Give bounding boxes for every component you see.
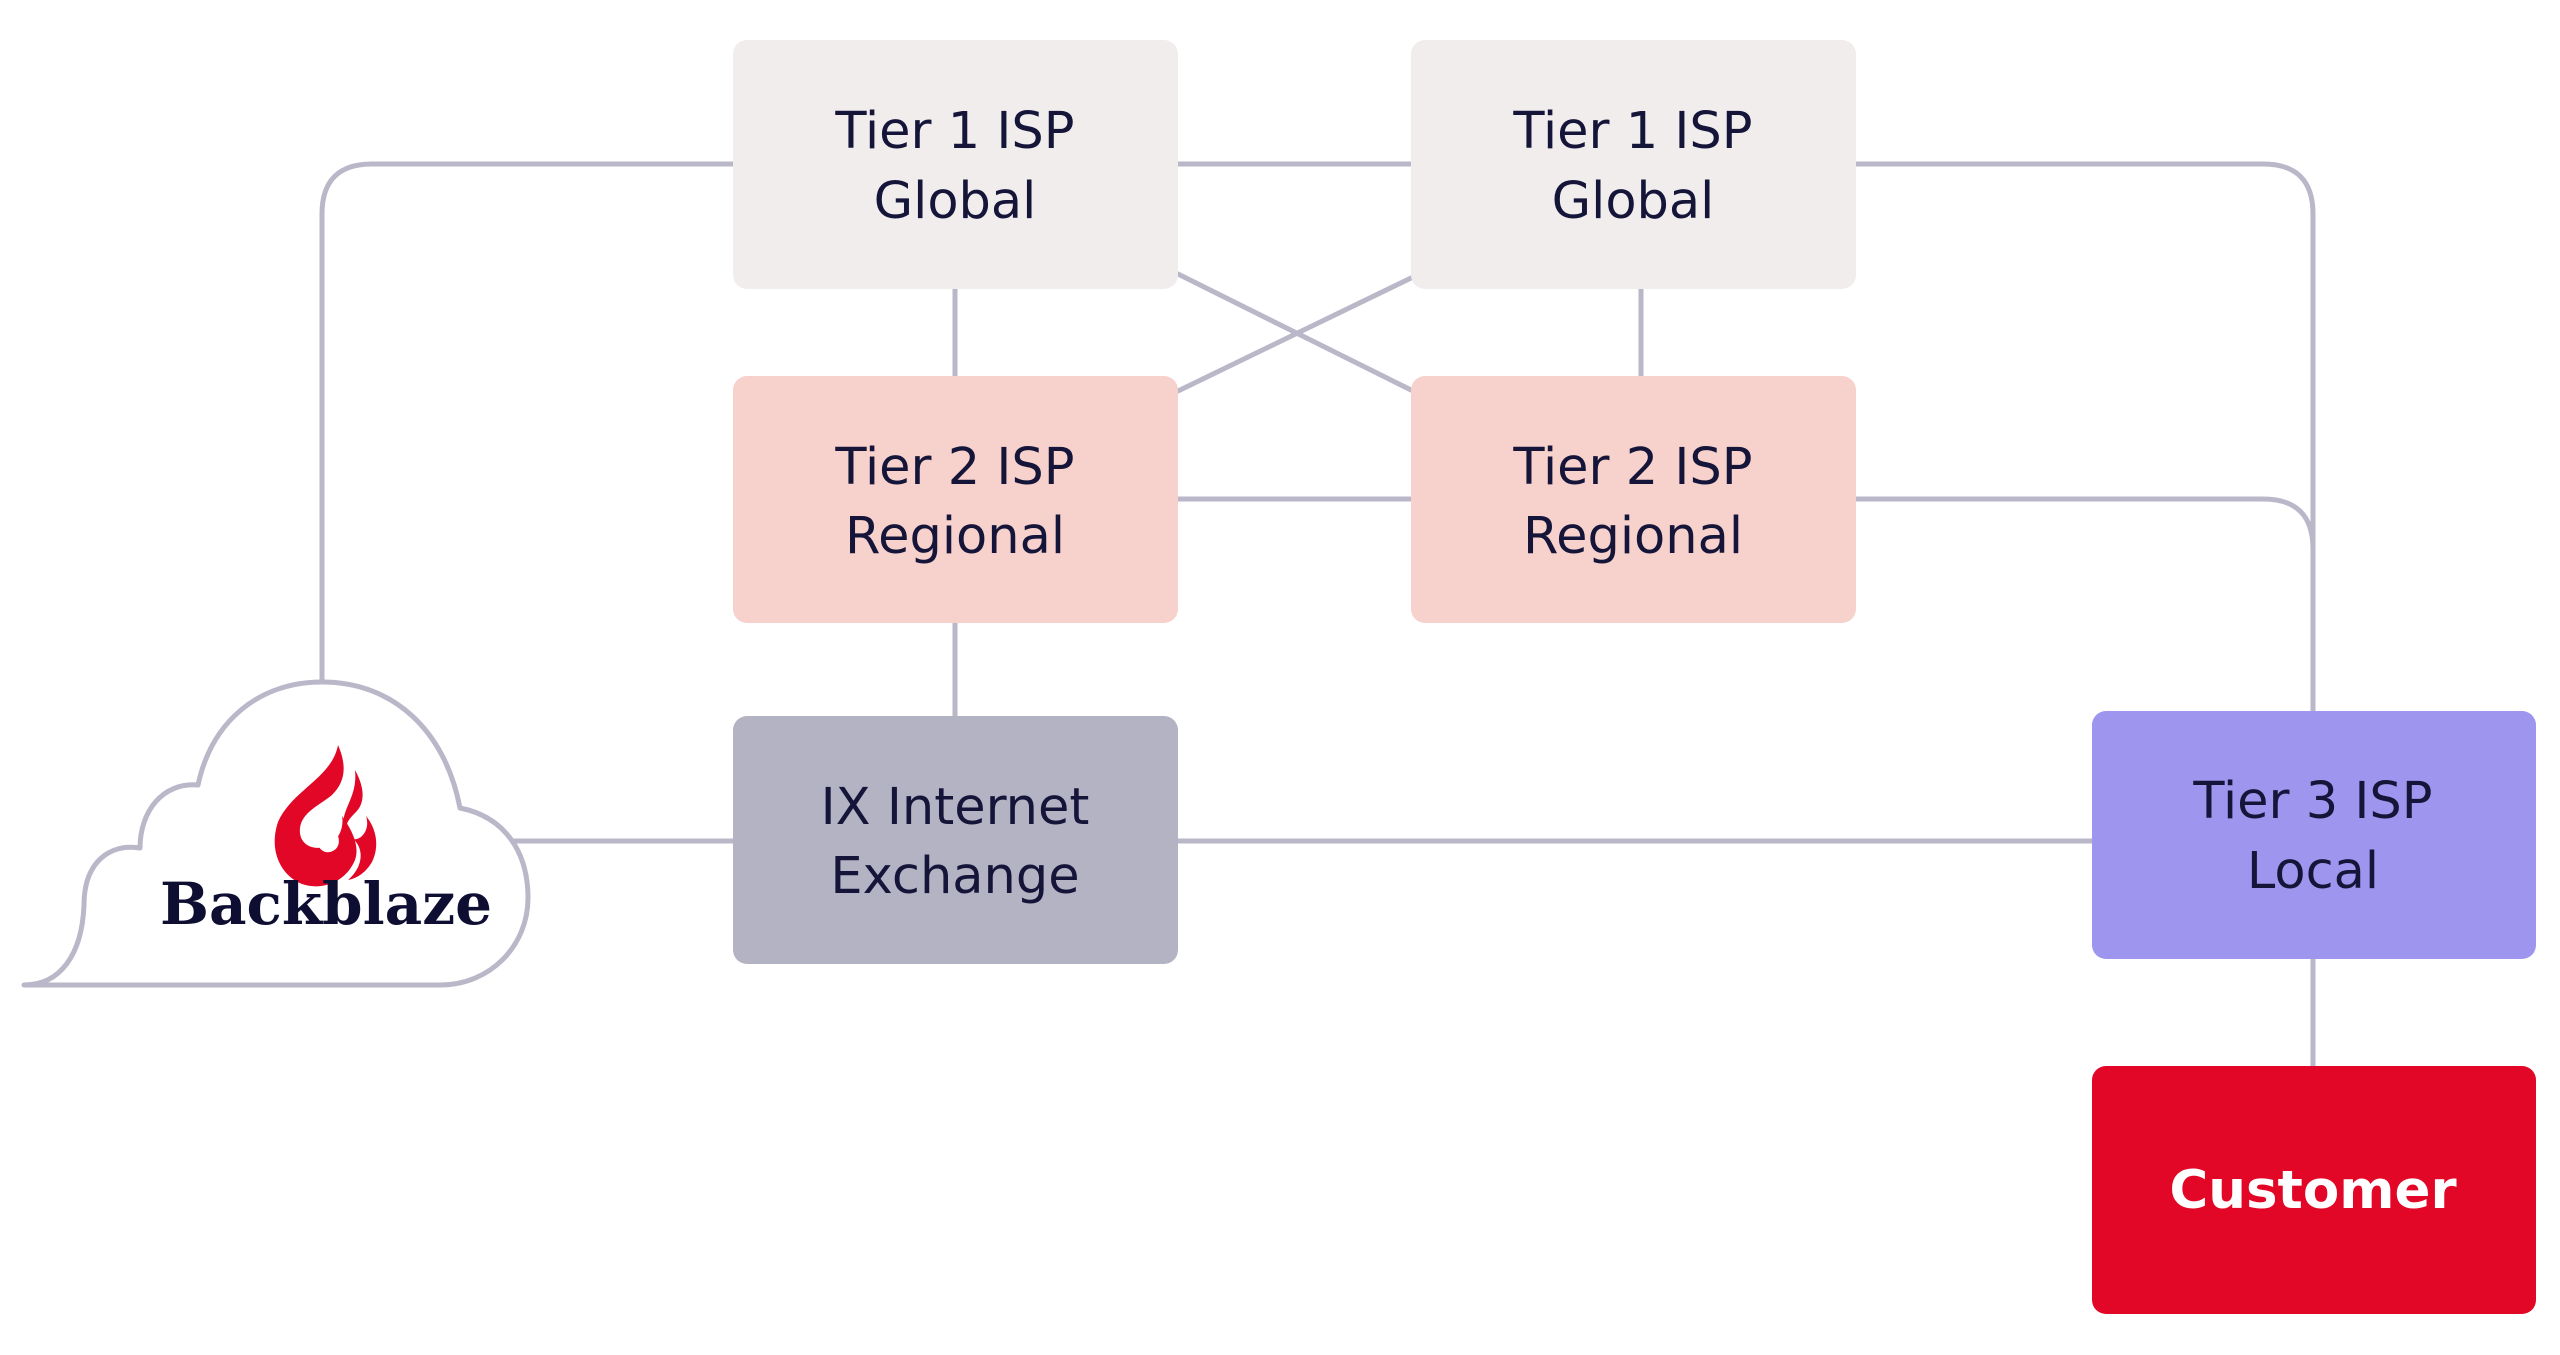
- node-tier2-right[interactable]: Tier 2 ISP Regional: [1411, 376, 1856, 623]
- ix-box: [733, 716, 1178, 964]
- node-tier1-right[interactable]: Tier 1 ISP Global: [1411, 40, 1856, 289]
- tier2-right-label-line2: Regional: [1523, 507, 1743, 566]
- customer-box: [2092, 1066, 2536, 1314]
- tier1-right-label-line2: Global: [1552, 172, 1715, 231]
- node-ix[interactable]: IX Internet Exchange: [733, 716, 1178, 964]
- ix-label-line1: IX Internet: [821, 778, 1090, 837]
- node-tier1-left[interactable]: Tier 1 ISP Global: [733, 40, 1178, 289]
- node-tier3[interactable]: Tier 3 ISP Local: [2092, 711, 2536, 959]
- connector-tier1-right-tier2-left: [1175, 275, 1414, 394]
- connector-tier1-right-tier3: [1853, 161, 2316, 714]
- backblaze-cloud[interactable]: Backblaze: [21, 679, 531, 988]
- tier2-left-label-line2: Regional: [845, 507, 1065, 566]
- tier2-left-box: [733, 376, 1178, 623]
- tier1-left-box: [733, 40, 1178, 289]
- backblaze-wordmark: Backblaze: [160, 870, 492, 938]
- node-customer[interactable]: Customer: [2092, 1066, 2536, 1314]
- tier3-label-line1: Tier 3 ISP: [2192, 772, 2432, 831]
- tier1-right-label-line1: Tier 1 ISP: [1512, 102, 1752, 161]
- tier2-right-label-line1: Tier 2 ISP: [1512, 438, 1752, 497]
- ix-label-line2: Exchange: [830, 847, 1079, 906]
- tier3-box: [2092, 711, 2536, 959]
- connector-tier2-right-tier3: [1853, 496, 2316, 552]
- node-tier2-left[interactable]: Tier 2 ISP Regional: [733, 376, 1178, 623]
- tier1-left-label-line1: Tier 1 ISP: [834, 102, 1074, 161]
- tier1-left-label-line2: Global: [874, 172, 1037, 231]
- tier3-label-line2: Local: [2247, 842, 2379, 901]
- tier2-left-label-line1: Tier 2 ISP: [834, 438, 1074, 497]
- customer-label: Customer: [2169, 1160, 2456, 1221]
- connector-cloud-tier1-left: [319, 161, 736, 685]
- tier2-right-box: [1411, 376, 1856, 623]
- flame-icon: [274, 745, 377, 887]
- connectors: [319, 161, 2316, 1069]
- tier1-right-box: [1411, 40, 1856, 289]
